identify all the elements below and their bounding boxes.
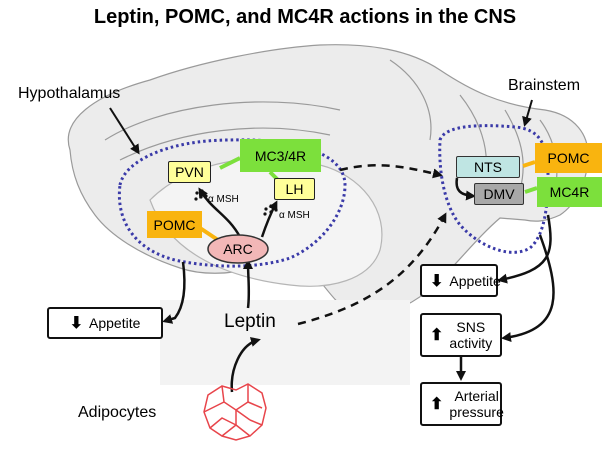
msh-label-right: α MSH [279, 210, 310, 221]
mc4r-label: MC4R [537, 177, 602, 207]
appetite-right-box: ⬇ Appetite [420, 264, 501, 297]
down-arrow-icon: ⬇ [430, 272, 444, 290]
brainstem-region [438, 124, 550, 254]
up-arrow-icon: ⬆ [430, 396, 444, 413]
arrow-leptin-arc [243, 259, 254, 309]
arrow-brainstem-appetite [497, 214, 552, 284]
nts-node: NTS [456, 156, 520, 178]
arrow-adipocytes-leptin [230, 337, 261, 393]
sns-line2: activity [449, 335, 493, 351]
arc-node-shape [207, 234, 269, 264]
arc-node: ARC [223, 241, 253, 257]
msh-label-left: α MSH [208, 194, 239, 205]
appetite-left-text: Appetite [89, 315, 141, 331]
msh-dots-left [194, 189, 208, 201]
hypothalamus-region [117, 138, 347, 268]
arrow-hypothalamus-nts [339, 164, 443, 179]
lh-node: LH [274, 178, 315, 200]
up-arrow-icon: ⬆ [430, 327, 444, 344]
arrow-hypothalamus-appetite [162, 261, 186, 324]
connector-mc34r [219, 156, 241, 170]
brain-silhouette [67, 44, 589, 316]
dmv-node: DMV [474, 183, 524, 205]
hypothalamus-pointer [109, 107, 140, 155]
pomc-hypothalamus-label: POMC [147, 211, 202, 238]
appetite-left-box: ⬇ Appetite [47, 307, 163, 339]
msh-dots-right [263, 204, 278, 216]
arrow-nts-dmv [455, 177, 476, 201]
brainstem-label: Brainstem [508, 77, 581, 94]
adipocytes-icon [203, 383, 267, 441]
arterial-pressure-text: Arterial pressure [449, 388, 503, 420]
connector-mc4r-dmv [524, 186, 538, 194]
hypothalamus-label: Hypothalamus [18, 85, 121, 102]
arrow-arc-pvn [198, 187, 242, 238]
arrow-leptin-brainstem [297, 212, 447, 326]
connector-pomc-nts [522, 160, 536, 168]
mc34r-label: MC3/4R [240, 139, 321, 172]
sns-line1: SNS [456, 318, 486, 335]
arrow-brainstem-sns [501, 234, 555, 343]
leptin-label: Leptin [224, 311, 276, 332]
pvn-node: PVN [168, 161, 211, 183]
arterial-pressure-box: ⬆ Arterial pressure [420, 382, 504, 426]
adipocytes-label: Adipocytes [78, 404, 157, 421]
appetite-right-text: Appetite [449, 272, 501, 289]
arrow-arc-lh [260, 200, 278, 238]
sns-activity-text: SNS activity [449, 319, 492, 351]
shadow-area [160, 300, 410, 385]
brainstem-pointer [522, 99, 533, 127]
arterial-line1: Arterial [454, 387, 499, 404]
down-arrow-icon: ⬇ [69, 315, 84, 332]
sns-activity-box: ⬆ SNS activity [420, 313, 502, 357]
connector-pomc-arc [198, 226, 220, 242]
arterial-line2: pressure [449, 404, 504, 420]
page-title: Leptin, POMC, and MC4R actions in the CN… [93, 6, 517, 28]
pomc-brainstem-label: POMC [535, 143, 602, 173]
